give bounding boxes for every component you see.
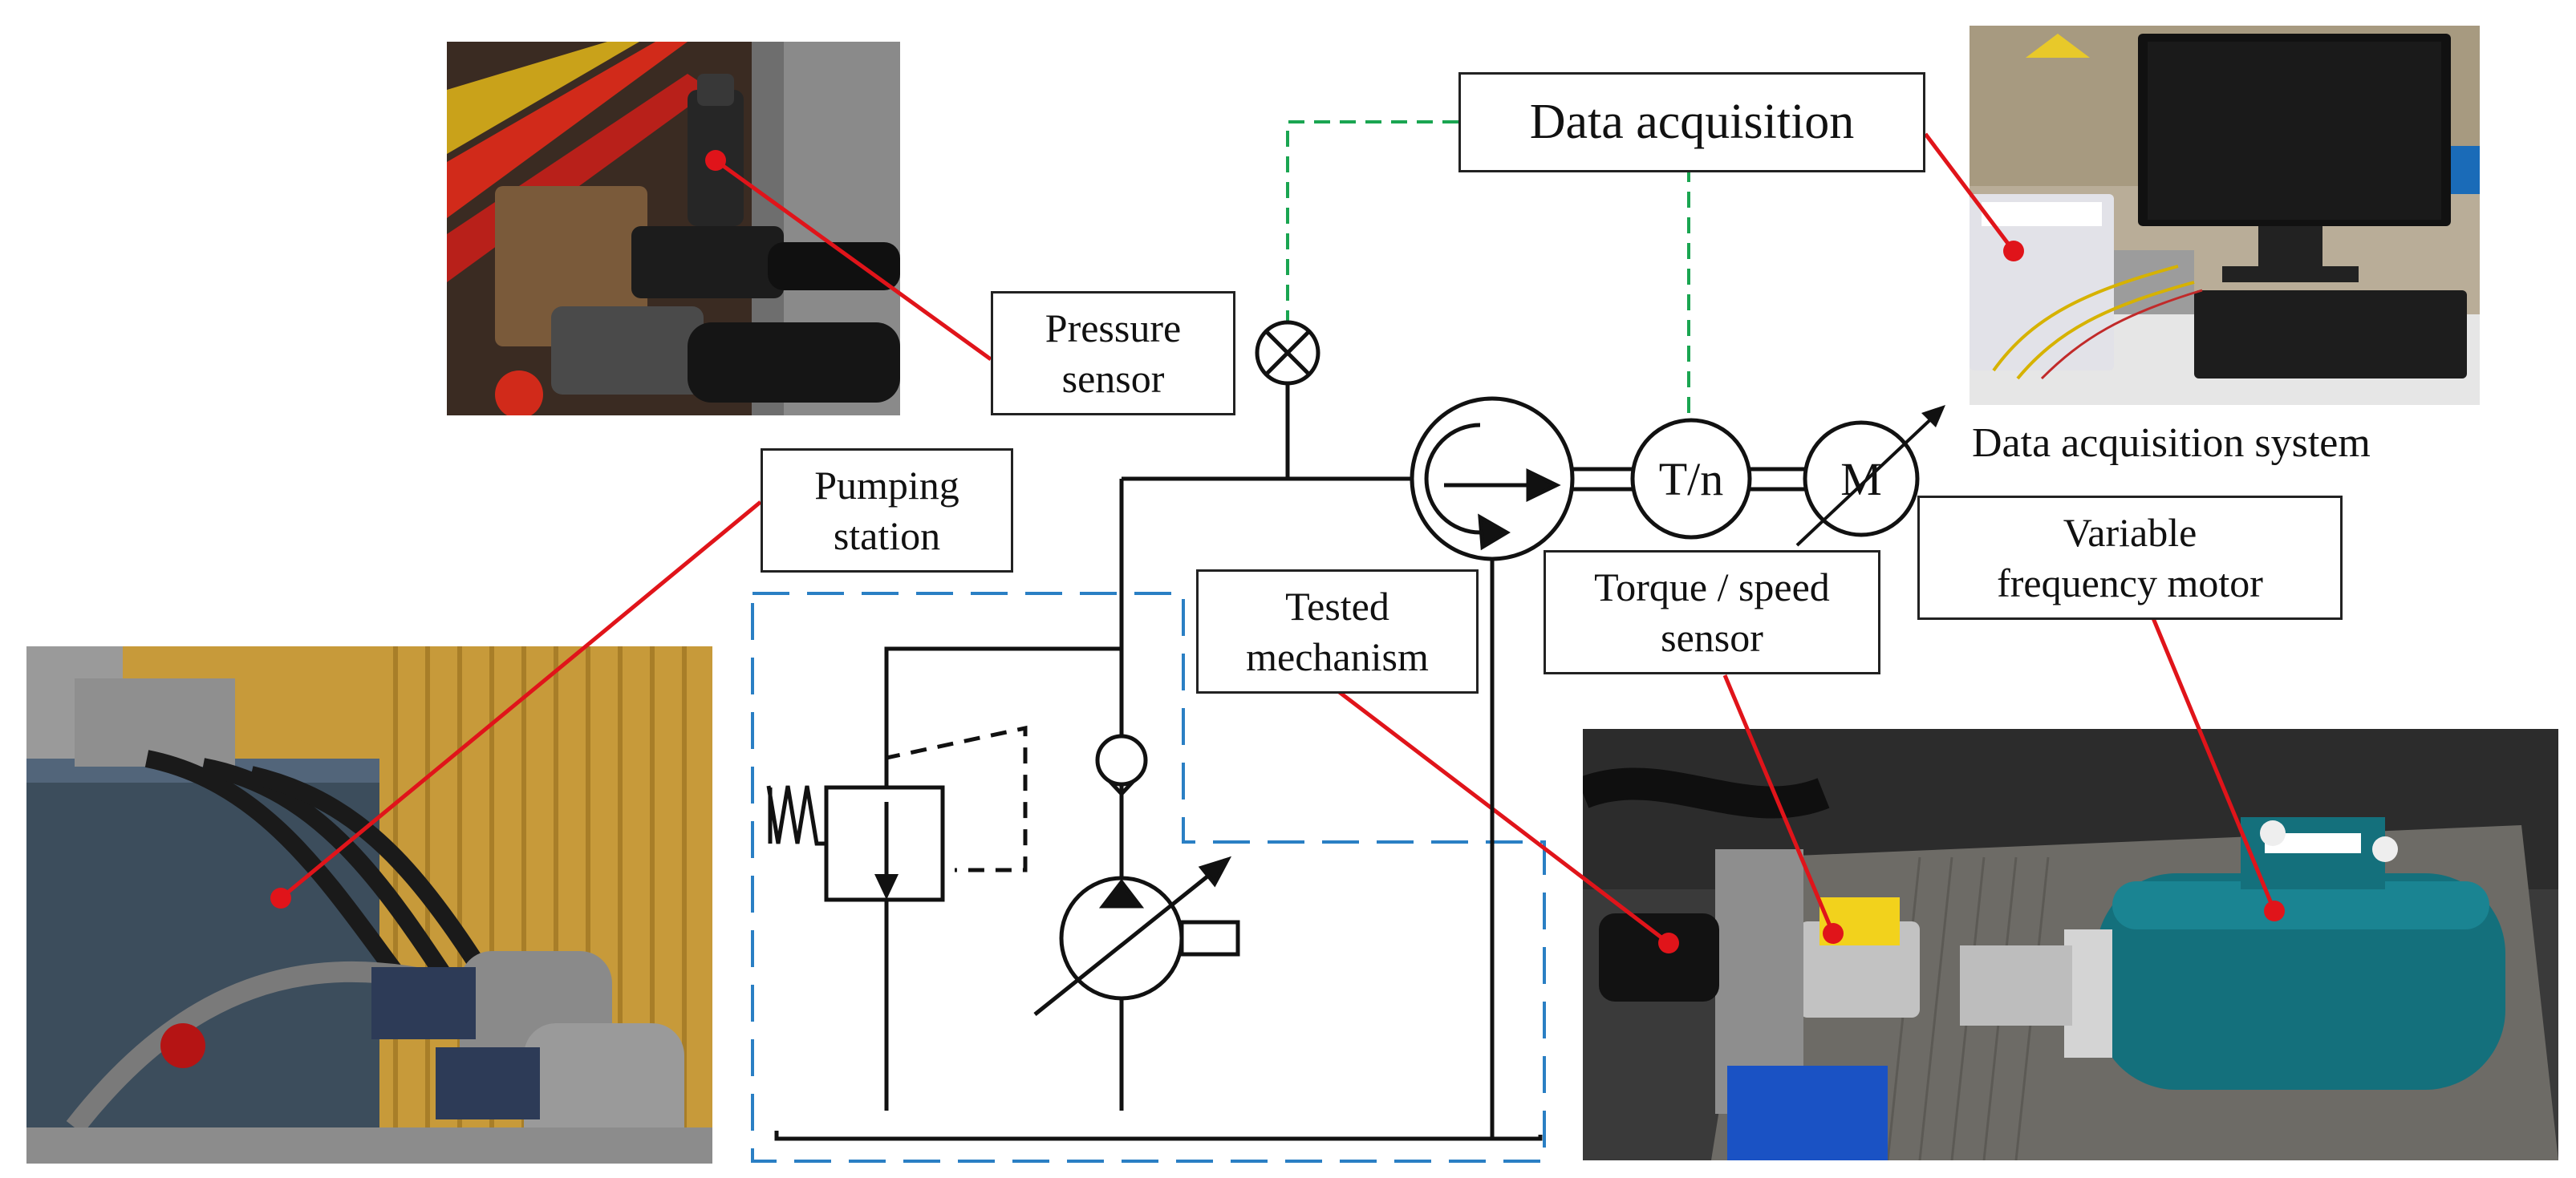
relief-valve-symbol bbox=[766, 725, 1028, 902]
data-acquisition-system-caption: Data acquisition system bbox=[1972, 420, 2371, 466]
data-acquisition-system-photo bbox=[1970, 26, 2480, 405]
hydraulic-pump-symbol bbox=[1033, 856, 1240, 1016]
pressure-sensor-label: Pressure sensor bbox=[991, 291, 1235, 415]
variable-frequency-motor-label: Variable frequency motor bbox=[1917, 496, 2343, 620]
tested-mechanism-label: Tested mechanism bbox=[1196, 569, 1479, 694]
variable-arrow bbox=[1795, 411, 1939, 547]
motor-label: M bbox=[1840, 453, 1882, 505]
torque-speed-sensor-label: Torque / speed sensor bbox=[1544, 550, 1880, 674]
check-valve-symbol bbox=[1095, 734, 1148, 797]
hydraulic-motor-symbol bbox=[1410, 396, 1575, 561]
torque-speed-symbol bbox=[1630, 418, 1752, 540]
pumping-station-photo bbox=[26, 646, 712, 1164]
motor-symbol bbox=[1803, 420, 1920, 537]
pressure-sensor-photo bbox=[447, 42, 900, 415]
motor-test-bench-photo bbox=[1583, 729, 2558, 1160]
torque-speed-label: T/n bbox=[1659, 453, 1724, 505]
pressure-sensor-symbol bbox=[1255, 320, 1320, 386]
pumping-station-label: Pumping station bbox=[761, 448, 1013, 573]
data-acquisition-label: Data acquisition bbox=[1458, 72, 1925, 172]
shafts bbox=[1572, 467, 1805, 492]
